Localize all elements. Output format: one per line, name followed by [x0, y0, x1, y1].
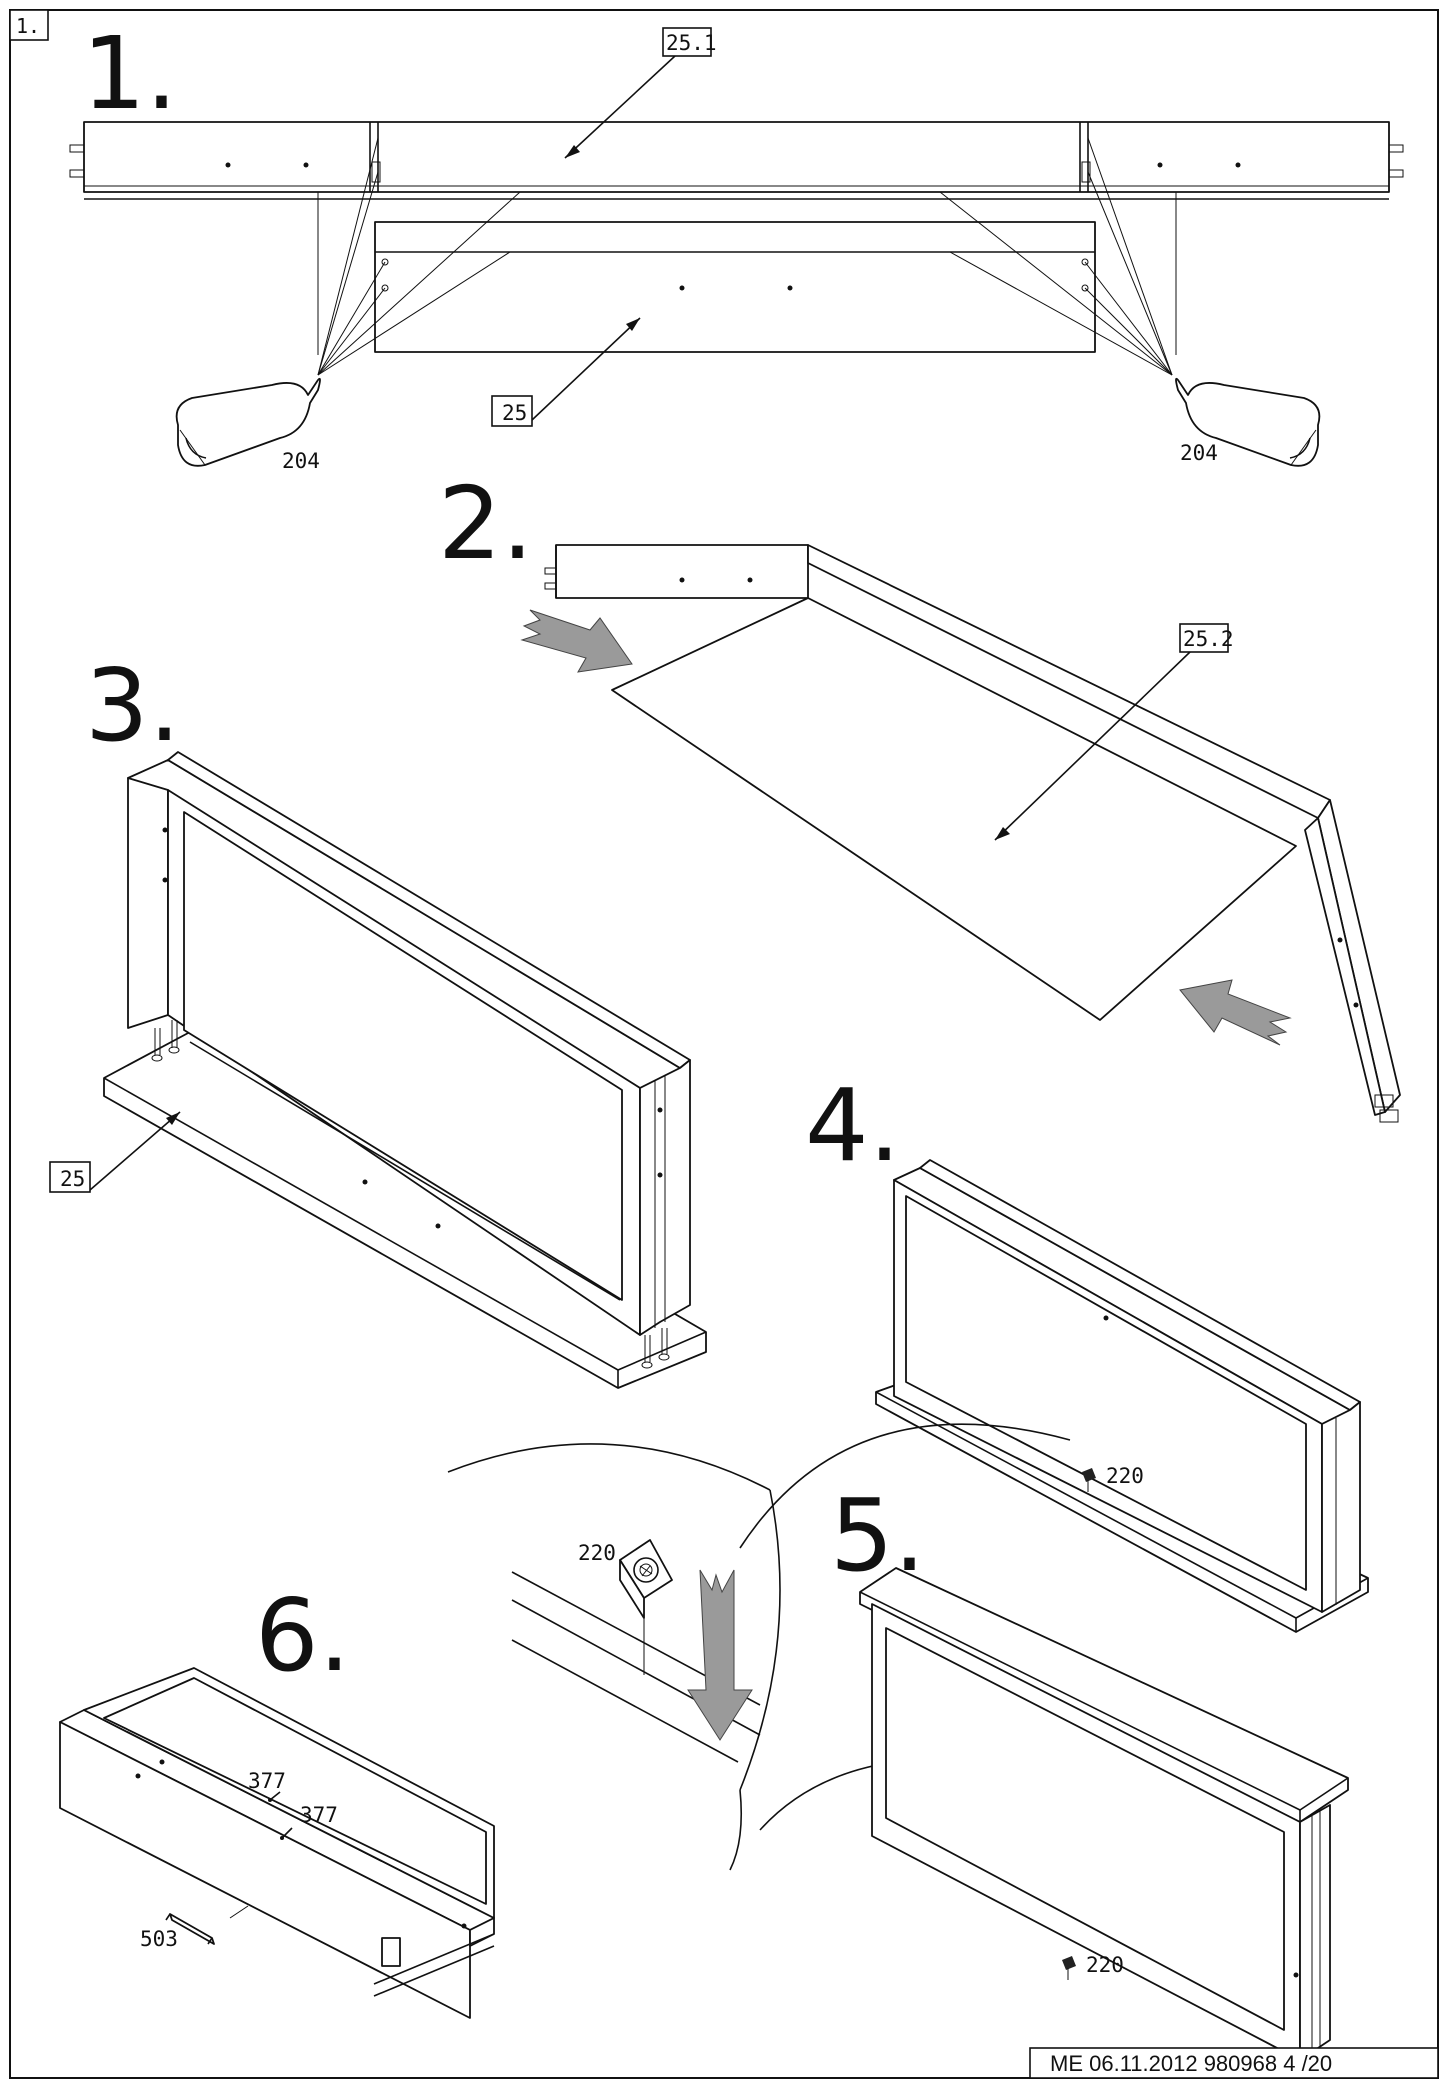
- step-1: 1.: [69, 15, 1404, 473]
- step-3-number: 3.: [85, 647, 180, 764]
- corner-bracket-icon: [1082, 1468, 1096, 1492]
- step-4: 4. 220: [805, 1067, 1369, 1633]
- part-label-220-detail: 220: [578, 1541, 616, 1565]
- step-4-number: 4.: [805, 1067, 900, 1184]
- part-label-220-step4: 220: [1106, 1464, 1144, 1488]
- top-rail: [83, 121, 1390, 193]
- step-3: 3. 25: [49, 647, 707, 1389]
- step-5: 5. 220: [830, 1477, 1349, 2061]
- part-label-25-step1: 25: [502, 401, 527, 425]
- glue-label-left: 204: [282, 449, 320, 473]
- bottom-board: [374, 221, 1096, 353]
- insert-arrow-icon: [1179, 979, 1292, 1046]
- insert-arrow-icon: [520, 609, 633, 673]
- part-label-25-step3: 25: [60, 1167, 85, 1191]
- step-2: 2. 25.2: [438, 465, 1401, 1123]
- part-label-377-a: 377: [248, 1769, 286, 1793]
- step-2-number: 2.: [438, 465, 533, 582]
- drawer-front: [59, 1721, 471, 2019]
- part-label-25-2: 25.2: [1183, 627, 1234, 651]
- step-6-number: 6.: [255, 1577, 350, 1694]
- corner-tag: 1.: [16, 14, 40, 38]
- corner-bracket-icon: [1062, 1956, 1076, 1980]
- corner-tag-box: [9, 9, 49, 41]
- footer-document-code: ME 06.11.2012 980968 4 /20: [1050, 2051, 1332, 2076]
- part-label-377-b: 377: [300, 1803, 338, 1827]
- floor-panel: [611, 597, 1297, 1021]
- footer-box: [1029, 2047, 1439, 2079]
- step-1-number: 1.: [82, 15, 177, 132]
- corner-bracket-icon: [619, 1539, 673, 1675]
- page-border: [9, 9, 1439, 2079]
- part-label-220-step5: 220: [1086, 1953, 1124, 1977]
- glue-label-right: 204: [1180, 441, 1218, 465]
- part-label-25-1: 25.1: [666, 31, 717, 55]
- press-down-arrow-icon: [687, 1569, 753, 1741]
- part-label-503: 503: [140, 1927, 178, 1951]
- step-6: 6. 377 377 503: [59, 1577, 495, 2019]
- glue-bottle-icon: [175, 377, 321, 467]
- glue-bottle-icon: [1175, 377, 1321, 467]
